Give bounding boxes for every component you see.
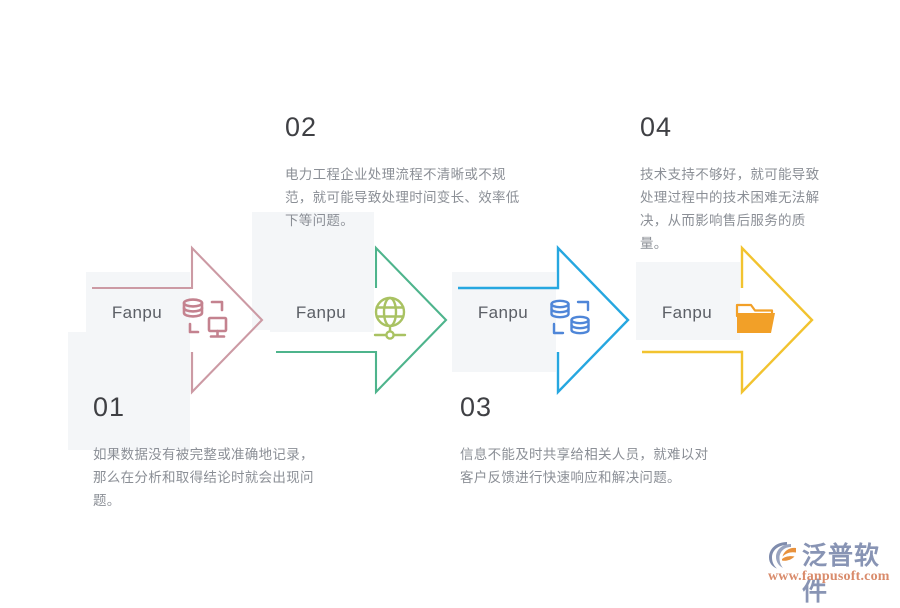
backdrop-panel-step3-lower	[452, 332, 556, 372]
step-description-1: 如果数据没有被完整或准确地记录，那么在分析和取得结论时就会出现问题。	[93, 447, 314, 509]
step-arrow-3: Fanpu	[452, 245, 652, 395]
step-arrow-4: Fanpu	[636, 245, 836, 395]
arrow-outline-3	[458, 245, 630, 395]
step-number-2: 02	[285, 112, 318, 142]
folder-open-icon	[728, 291, 784, 347]
arrow-outline-2	[276, 245, 448, 395]
backdrop-panel-step1-lower	[68, 332, 190, 450]
step-description-3: 信息不能及时共享给相关人员，就难以对客户反馈进行快速响应和解决问题。	[460, 447, 709, 486]
step-number-1: 01	[93, 392, 126, 422]
company-logo: 泛普软件 www.fanpusoft.com	[766, 535, 894, 606]
step-brand-3: Fanpu	[477, 303, 529, 322]
step-brand-4: Fanpu	[661, 303, 713, 322]
globe-network-icon	[362, 291, 418, 347]
fanpu-logo-mark-icon	[766, 539, 800, 571]
step-number-4: 04	[640, 112, 673, 142]
step-brand-2: Fanpu	[295, 303, 347, 322]
backdrop-panel-step1-upper	[86, 272, 190, 332]
step-number-3: 03	[460, 392, 493, 422]
backdrop-panel-step4	[636, 262, 740, 340]
database-stack-icon	[544, 291, 600, 347]
database-monitor-icon	[178, 291, 234, 347]
arrow-outline-4	[642, 245, 814, 395]
step-arrow-1: Fanpu	[86, 245, 286, 395]
step-brand-1: Fanpu	[111, 303, 163, 322]
step-description-2: 电力工程企业处理流程不清晰或不规范，就可能导致处理时间变长、效率低下等问题。	[285, 167, 520, 229]
arrow-outline-1	[92, 245, 264, 395]
step-description-4: 技术支持不够好，就可能导致处理过程中的技术困难无法解决，从而影响售后服务的质量。	[640, 167, 820, 252]
logo-website-url: www.fanpusoft.com	[768, 569, 890, 584]
step-arrow-2: Fanpu	[270, 245, 470, 395]
logo-company-name: 泛普软件	[802, 541, 881, 606]
backdrop-panel-step2-lower	[270, 272, 374, 332]
